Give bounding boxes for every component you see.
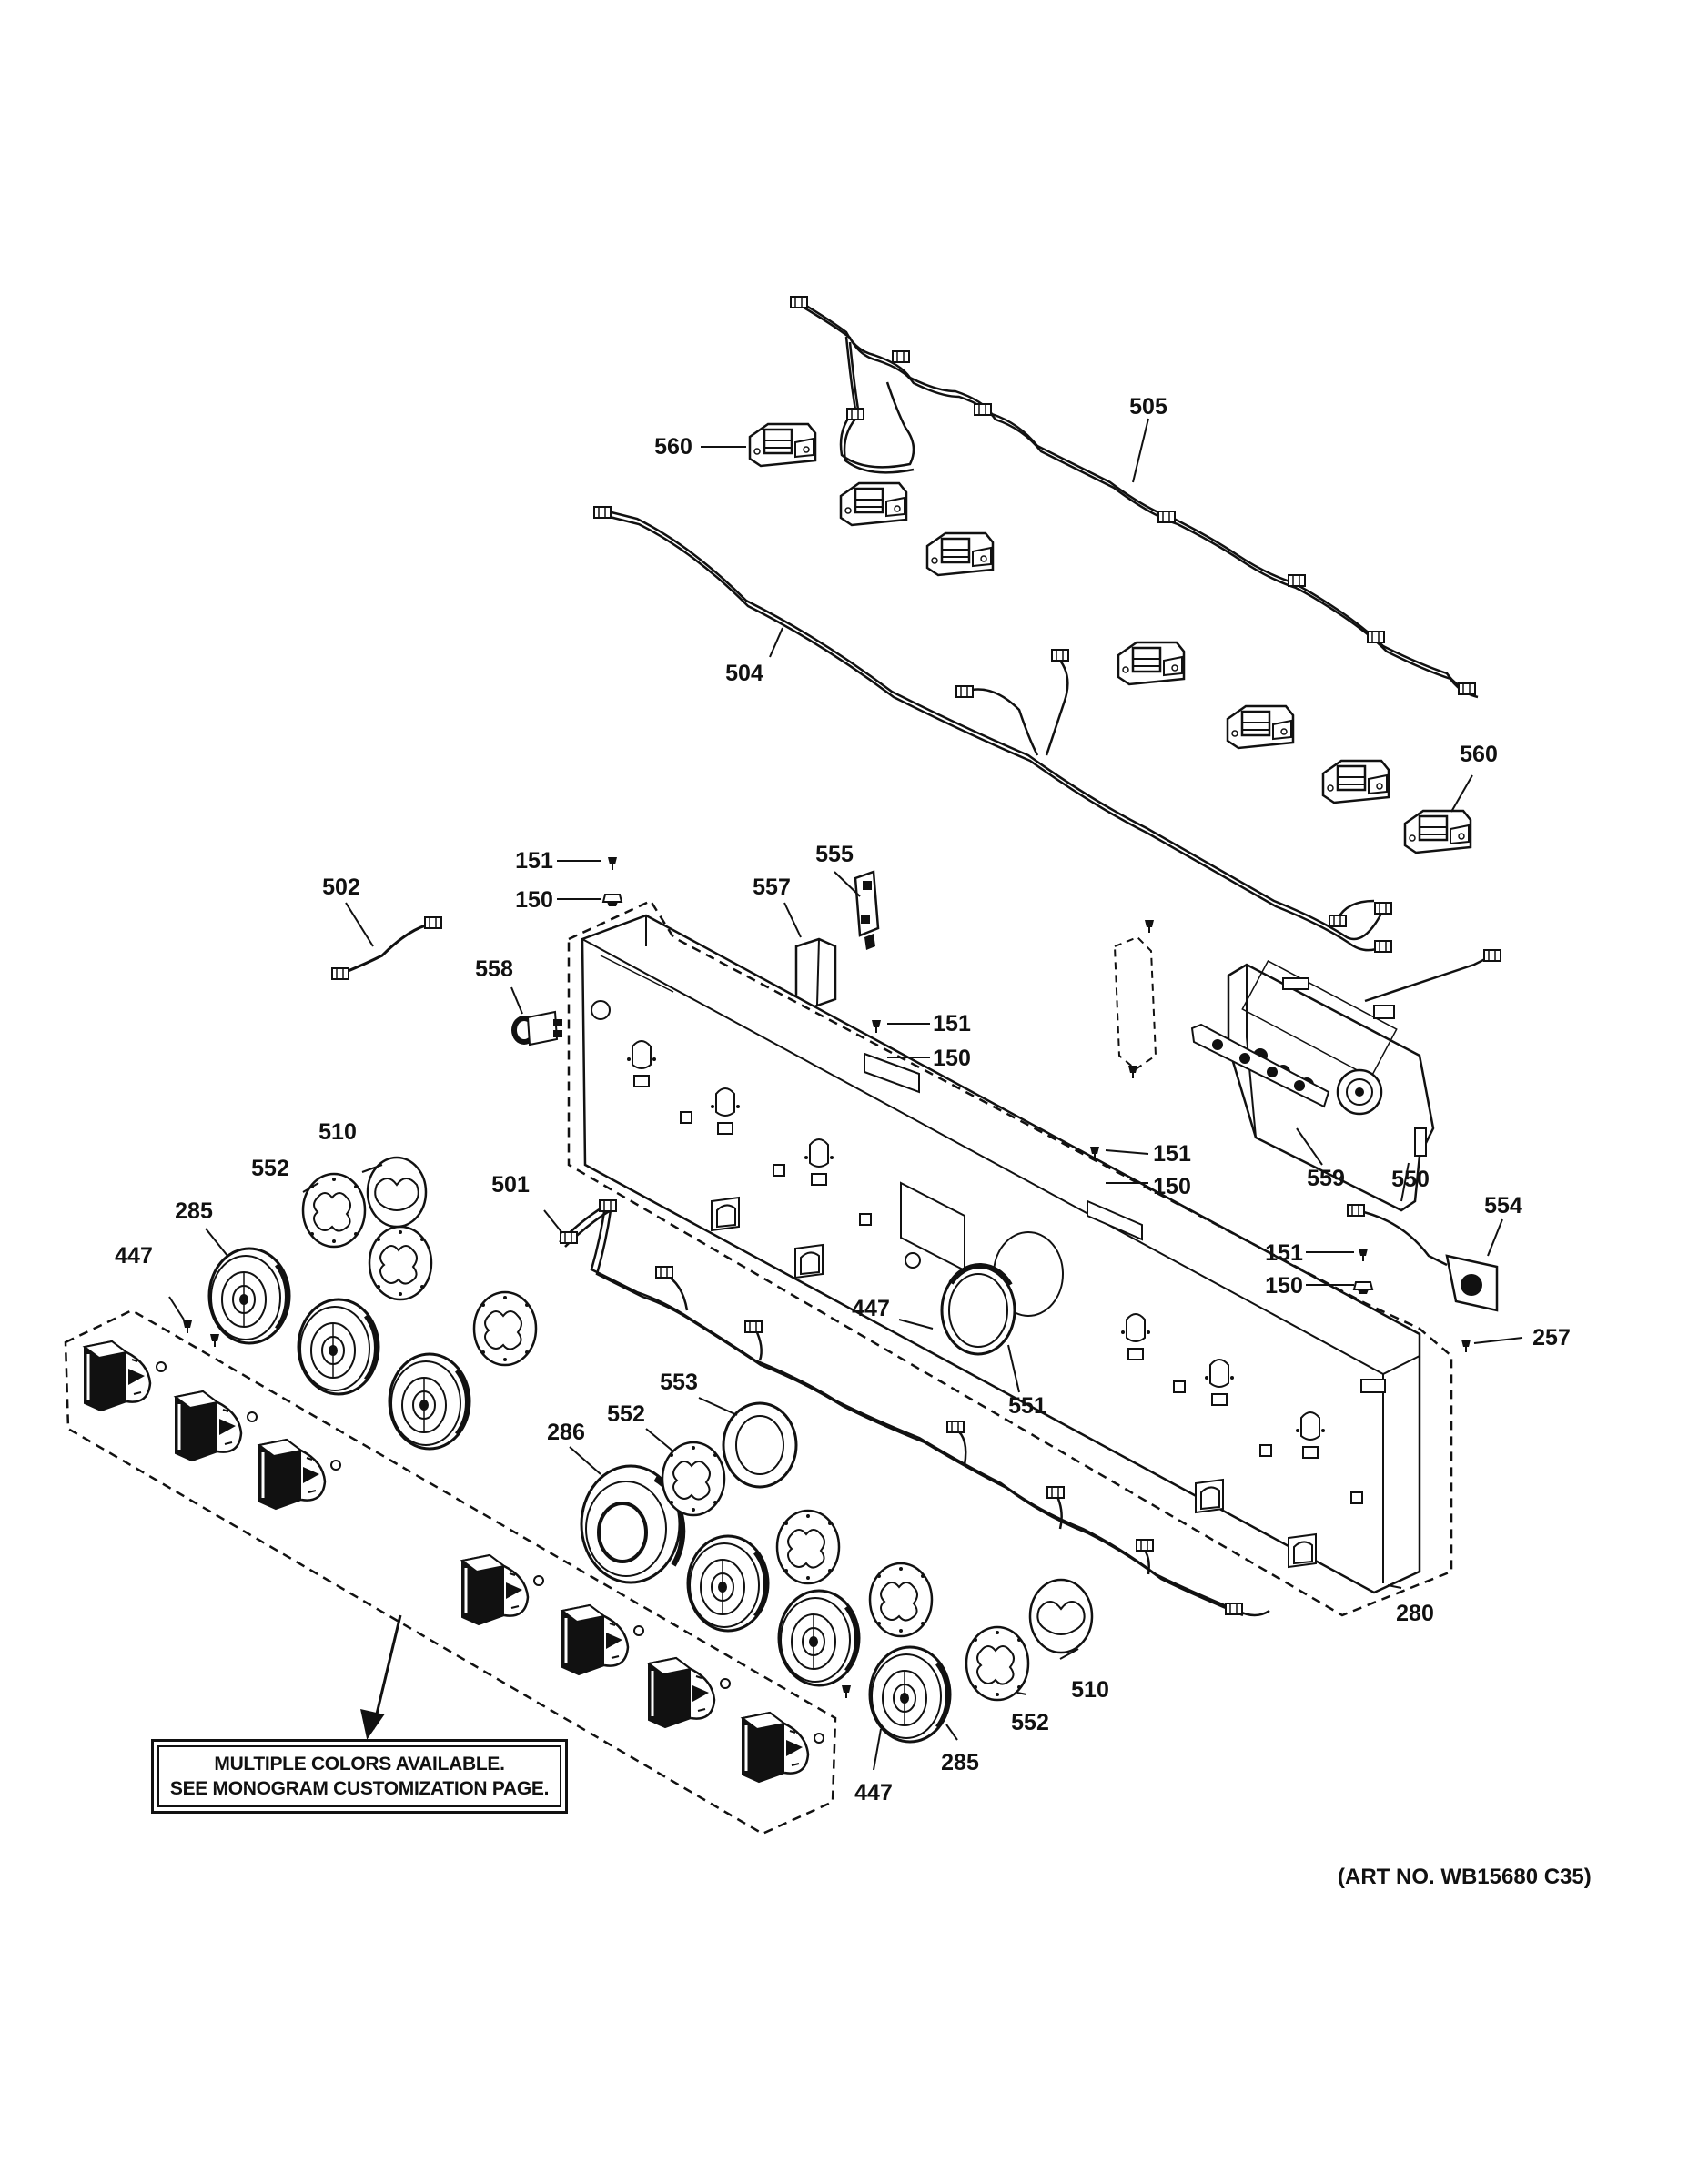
callout-505: 505 xyxy=(1129,394,1167,420)
callout-286: 286 xyxy=(547,1420,585,1445)
ring-553 xyxy=(722,1401,798,1489)
callout-447-left: 447 xyxy=(115,1243,153,1269)
callout-257: 257 xyxy=(1532,1325,1571,1350)
callout-553: 553 xyxy=(660,1370,698,1395)
left-plates-552-510 xyxy=(301,1156,538,1367)
callout-labels: 505 560 504 560 502 151 150 558 557 555 … xyxy=(115,394,1571,1805)
dashed-bracket xyxy=(1113,935,1157,1071)
callout-447-bottom: 447 xyxy=(854,1780,893,1805)
indicator-light-558 xyxy=(511,1010,562,1046)
art-number: (ART NO. WB15680 C35) xyxy=(1338,1865,1592,1889)
callout-447-mid: 447 xyxy=(852,1296,890,1321)
wire-harness-501 xyxy=(559,1203,1270,1617)
wire-502 xyxy=(330,915,443,981)
callout-502: 502 xyxy=(322,875,360,900)
right-plates-552-510 xyxy=(661,1441,1094,1702)
note-leader xyxy=(360,1614,402,1740)
callout-151-a: 151 xyxy=(515,848,553,874)
panel-280-dashed-outline xyxy=(567,899,1453,1617)
bezel-286 xyxy=(580,1464,686,1584)
callout-550: 550 xyxy=(1391,1167,1430,1192)
button-strip-559 xyxy=(1190,1023,1330,1108)
customization-note-box: MULTIPLE COLORS AVAILABLE. SEE MONOGRAM … xyxy=(151,1739,568,1814)
callout-150-a: 150 xyxy=(515,887,553,913)
callout-551: 551 xyxy=(1008,1393,1046,1419)
callout-552-right: 552 xyxy=(1011,1710,1049,1735)
callout-560-top: 560 xyxy=(654,434,692,460)
callout-150-d: 150 xyxy=(1265,1273,1303,1299)
callout-501: 501 xyxy=(491,1172,530,1198)
callout-151-b: 151 xyxy=(933,1011,971,1036)
ignitor-modules-560 xyxy=(748,422,1472,854)
callout-555: 555 xyxy=(815,842,854,867)
note-line-2: SEE MONOGRAM CUSTOMIZATION PAGE. xyxy=(169,1778,550,1799)
callout-151-d: 151 xyxy=(1265,1240,1303,1266)
callout-510-right: 510 xyxy=(1071,1677,1109,1703)
callout-150-c: 150 xyxy=(1153,1174,1191,1199)
callout-559: 559 xyxy=(1307,1166,1345,1191)
wire-harness-504 xyxy=(600,508,1385,952)
callout-554: 554 xyxy=(1484,1193,1522,1218)
buzzer-554 xyxy=(1347,1204,1499,1312)
callout-285-left: 285 xyxy=(175,1198,213,1224)
callout-558: 558 xyxy=(475,956,513,982)
display-bezel-551 xyxy=(940,1262,1016,1356)
callout-557: 557 xyxy=(753,875,791,900)
callout-552-left: 552 xyxy=(251,1156,289,1181)
note-line-1: MULTIPLE COLORS AVAILABLE. xyxy=(214,1754,505,1774)
switch-555 xyxy=(854,870,880,950)
leader-lines xyxy=(168,418,1523,1771)
callout-560-right: 560 xyxy=(1460,742,1498,767)
callout-285-right: 285 xyxy=(941,1750,979,1775)
cover-557 xyxy=(794,937,837,1008)
callout-150-b: 150 xyxy=(933,1046,971,1071)
callout-510-left: 510 xyxy=(318,1119,357,1145)
callout-280: 280 xyxy=(1396,1601,1434,1626)
callout-552-mid: 552 xyxy=(607,1401,645,1427)
callout-504: 504 xyxy=(725,661,763,686)
callout-151-c: 151 xyxy=(1153,1141,1191,1167)
